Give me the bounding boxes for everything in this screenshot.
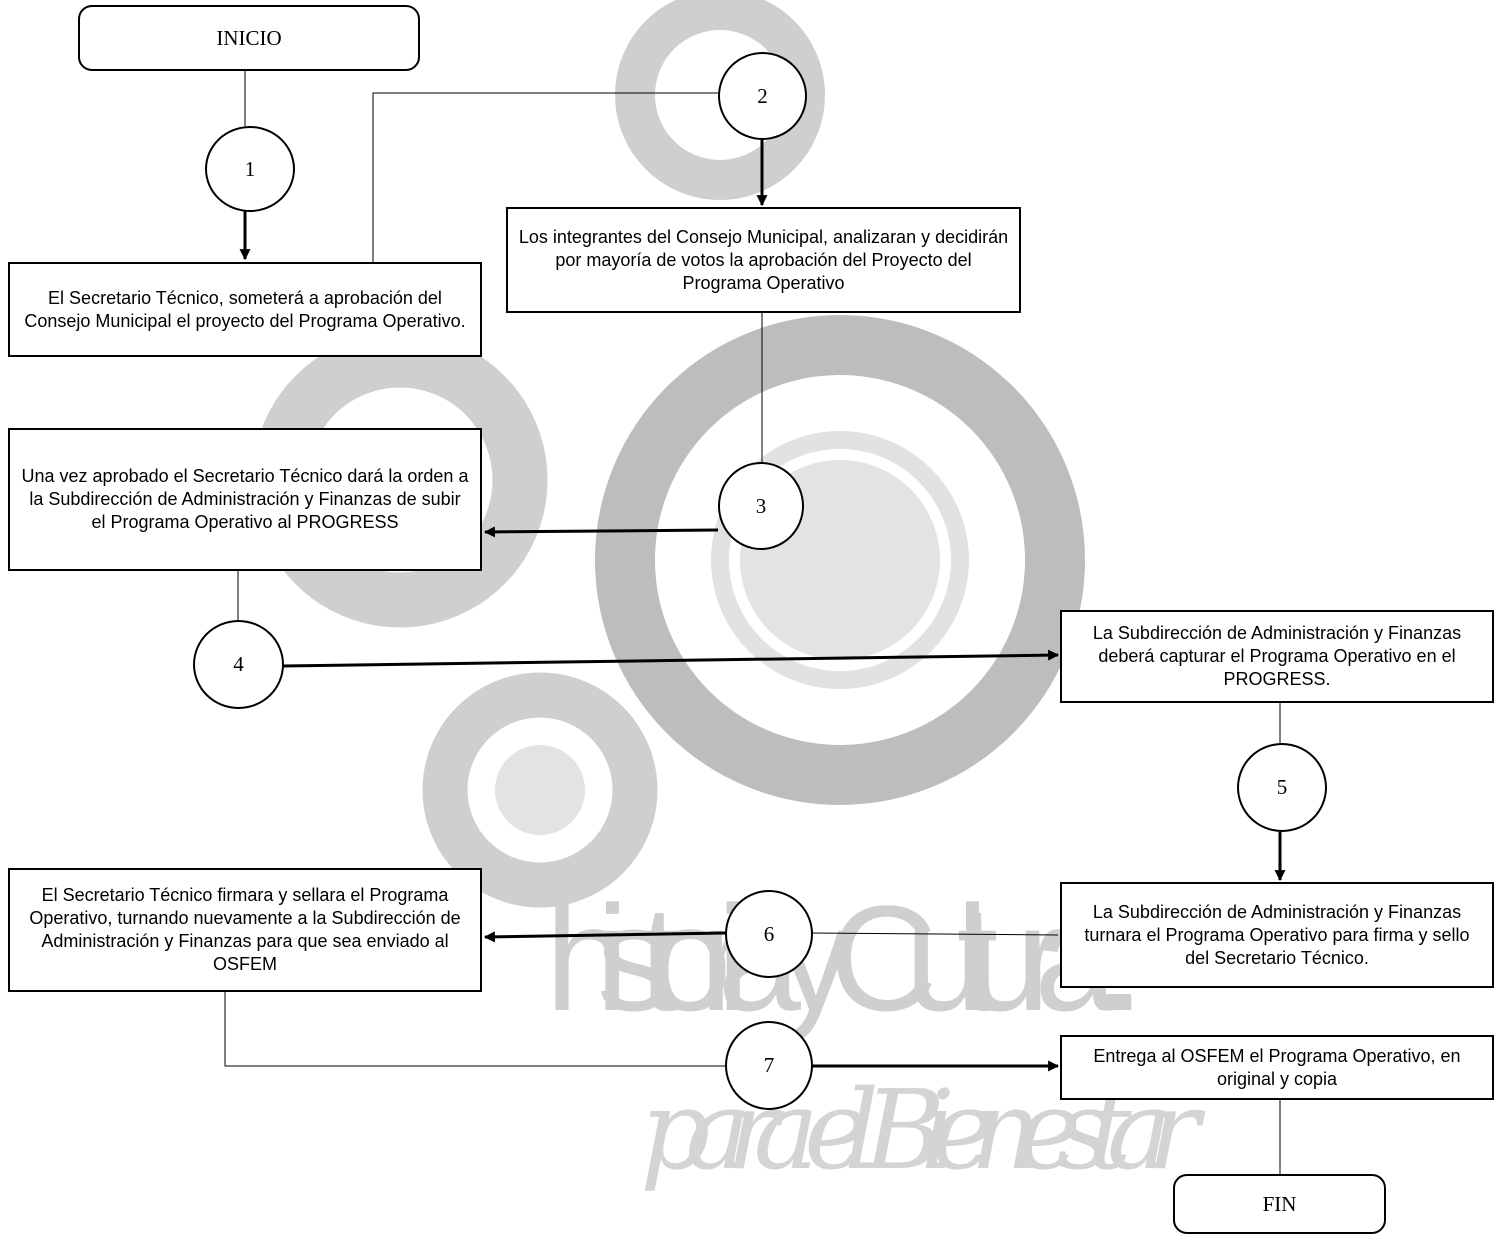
watermark-hub-bottom xyxy=(495,745,585,835)
step-1-box: El Secretario Técnico, someterá a aproba… xyxy=(8,262,482,357)
step-5-box: La Subdirección de Administración y Fina… xyxy=(1060,882,1494,988)
node-5: 5 xyxy=(1237,743,1327,832)
connector-step5-node6 xyxy=(811,932,1059,936)
step-4-box: La Subdirección de Administración y Fina… xyxy=(1060,610,1494,703)
arrow-node4-step4 xyxy=(282,649,1060,668)
step-3-box: Una vez aprobado el Secretario Técnico d… xyxy=(8,428,482,571)
node-1: 1 xyxy=(205,126,295,212)
node-7: 7 xyxy=(725,1021,813,1110)
node-3: 3 xyxy=(718,462,804,550)
step-2-box: Los integrantes del Consejo Municipal, a… xyxy=(506,207,1021,313)
end-terminal: FIN xyxy=(1173,1174,1386,1234)
arrow-node3-step3 xyxy=(483,526,719,538)
connector-step6-node7 xyxy=(224,992,725,1067)
watermark-gear-bottom xyxy=(422,672,658,908)
watermark-gear-main xyxy=(595,315,1085,805)
step-6-box: El Secretario Técnico firmara y sellara … xyxy=(8,868,482,992)
connector-step1-node2 xyxy=(372,92,718,262)
node-2: 2 xyxy=(718,52,807,140)
start-terminal: INICIO xyxy=(78,5,420,71)
node-4: 4 xyxy=(193,620,284,709)
arrow-node6-step6 xyxy=(483,931,726,943)
node-6: 6 xyxy=(725,890,813,978)
step-7-box: Entrega al OSFEM el Programa Operativo, … xyxy=(1060,1035,1494,1100)
watermark-gear-inner xyxy=(711,431,969,689)
watermark-text-line1: historia y Cultura... xyxy=(545,874,1145,1042)
